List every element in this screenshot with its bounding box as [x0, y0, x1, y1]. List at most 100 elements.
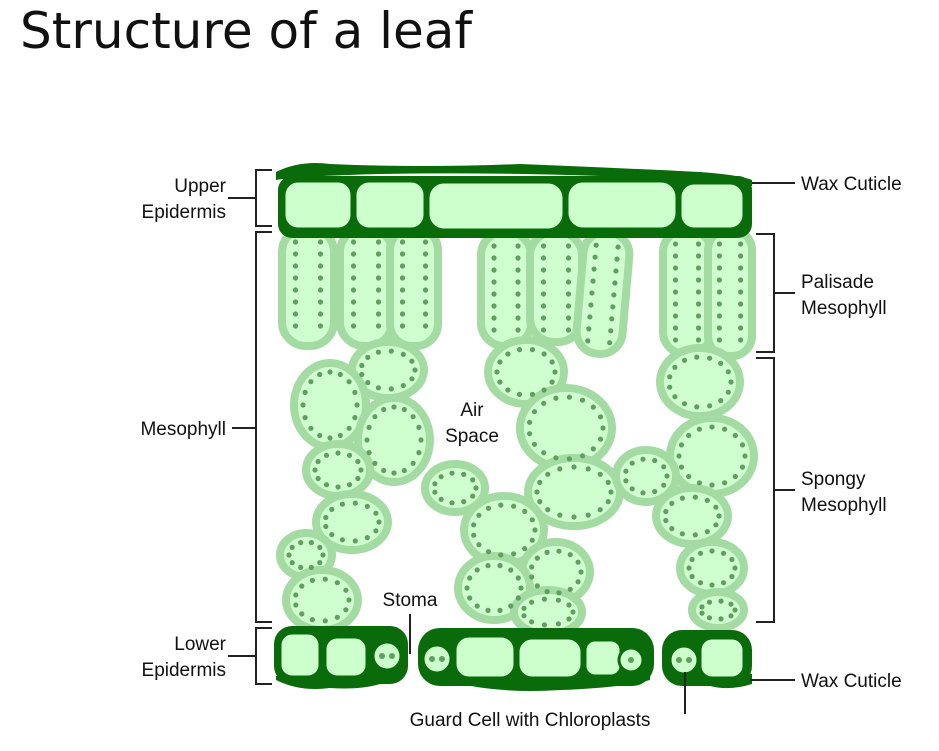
chloroplast-dot	[372, 414, 378, 420]
chloroplast-dot	[678, 464, 685, 470]
chloroplast-dot	[597, 436, 604, 442]
chloroplast-dot	[464, 585, 470, 591]
chloroplast-dot	[695, 289, 702, 295]
chloroplast-dot	[672, 289, 679, 295]
chloroplast-dot	[334, 580, 340, 586]
chloroplast-dot	[597, 471, 603, 477]
chloroplast-dot	[505, 387, 511, 393]
chloroplast-dot	[323, 523, 329, 530]
chloroplast-dot	[707, 355, 713, 361]
chloroplast-dot	[672, 325, 679, 331]
chloroplasts	[286, 239, 748, 628]
chloroplast-dot	[308, 564, 314, 571]
chloroplast-dot	[317, 544, 323, 551]
chloroplast-dot	[716, 313, 723, 319]
chloroplast-dot	[716, 513, 722, 519]
chloroplast-dot	[335, 450, 341, 456]
chloroplast-dot	[732, 607, 738, 613]
chloroplast-dot	[532, 527, 538, 533]
chloroplast-dot	[686, 432, 692, 439]
spongy-cell	[688, 588, 748, 632]
chloroplast-dot	[686, 565, 692, 571]
chloroplast-dot	[588, 302, 594, 308]
chloroplast-dot	[738, 301, 744, 307]
chloroplast-dot	[461, 499, 467, 505]
chloroplast-dot	[709, 548, 715, 554]
chloroplast-dot	[608, 328, 614, 334]
chloroplast-dot	[565, 243, 572, 249]
chloroplast-dot	[544, 589, 550, 595]
chloroplast-dot	[317, 432, 323, 439]
chloroplast-dot	[409, 376, 415, 382]
chloroplast-dot	[672, 394, 678, 400]
chloroplast-dot	[515, 279, 521, 285]
chloroplast-dot	[663, 508, 669, 515]
chloroplast-dot	[375, 263, 382, 269]
chloroplast-dot	[725, 389, 731, 395]
chloroplast-dot	[399, 323, 406, 329]
chloroplast-dot	[531, 409, 538, 415]
chloroplast-dot	[605, 479, 611, 485]
chloroplast-dot	[381, 406, 387, 413]
chloroplast-dot	[565, 279, 572, 285]
chloroplast-dot	[545, 507, 551, 513]
chloroplast-dot	[521, 613, 527, 619]
chloroplast-dot	[352, 538, 358, 544]
chloroplast-dot	[672, 241, 679, 247]
chloroplast-dot	[689, 573, 695, 580]
chloroplast-dot	[399, 299, 406, 305]
chloroplast-dot	[485, 549, 492, 555]
chloroplast-dot	[567, 552, 573, 558]
chloroplast-dot	[571, 464, 577, 470]
chloroplast-dot	[293, 592, 299, 598]
chloroplast-dot	[732, 432, 738, 439]
palisade-bracket	[756, 233, 775, 353]
palisade-cell	[336, 224, 396, 350]
chloroplast-dot	[738, 313, 744, 319]
chloroplast-dot	[317, 371, 323, 378]
chloroplast-dot	[679, 531, 686, 537]
chloroplast-dot	[540, 327, 547, 333]
upper-epidermis	[276, 163, 752, 238]
chloroplast-dot	[497, 607, 503, 614]
chloroplast-dot	[416, 424, 422, 430]
chloroplast-dot	[738, 241, 744, 247]
chloroplast-dot	[652, 488, 658, 495]
chloroplast-dot	[575, 559, 581, 565]
chloroplast-dot	[471, 522, 477, 528]
chloroplast-dot	[570, 609, 576, 615]
chloroplast-dot	[422, 323, 429, 329]
chloroplast-dot	[381, 467, 387, 474]
chloroplast-dot	[375, 311, 382, 317]
chloroplast-dot	[485, 563, 491, 569]
chloroplast-dot	[292, 299, 299, 305]
chloroplast-dot	[317, 311, 324, 317]
chloroplast-dot	[565, 267, 572, 273]
label-mesophyll: Mesophyll	[140, 419, 226, 440]
chloroplast-dot	[541, 622, 548, 628]
chloroplast-dot	[697, 580, 704, 586]
chloroplast-dot	[667, 384, 673, 390]
chloroplast-dot	[689, 556, 695, 563]
chloroplast-dot	[681, 401, 688, 407]
chloroplast-dot	[422, 275, 429, 281]
chloroplast-dot	[661, 464, 667, 470]
lower-epidermis-bracket	[255, 627, 272, 685]
spongy-cell	[312, 490, 392, 554]
chloroplast-dot	[585, 512, 591, 518]
chloroplast-dot	[590, 404, 596, 410]
chloroplast-dot	[399, 311, 406, 317]
chloroplast-dot	[491, 291, 497, 297]
chloroplast-dot	[399, 275, 406, 281]
chloroplast-dot	[422, 299, 429, 305]
chloroplast-dot	[566, 616, 572, 622]
chloroplast-dot	[527, 419, 533, 425]
palisade-cell	[477, 228, 535, 350]
chloroplast-dot	[565, 255, 572, 261]
chloroplast-dot	[722, 426, 728, 432]
chloroplast-dot	[289, 560, 295, 566]
chloroplast-dot	[350, 239, 357, 245]
chloroplast-dot	[358, 467, 364, 473]
chloroplast-dot	[449, 470, 455, 476]
